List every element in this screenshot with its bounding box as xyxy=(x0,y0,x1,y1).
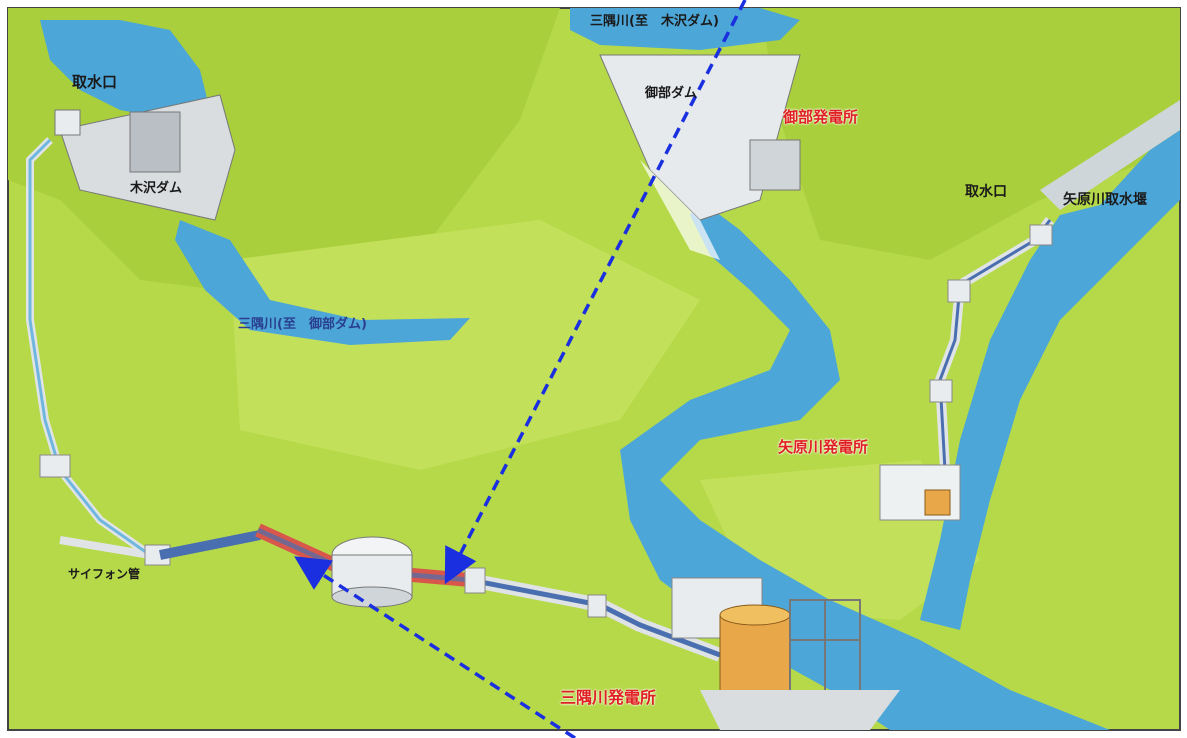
label-mikuma-river-top: 三隅川(至 木沢ダム) xyxy=(590,14,719,29)
pointer-arrow-from-bottom xyxy=(294,556,576,738)
label-siphon: サイフォン管 xyxy=(68,567,141,581)
label-mibu-station: 御部発電所 xyxy=(783,108,859,126)
yabara-weir-road xyxy=(1040,100,1180,210)
mibu-reservoir xyxy=(570,8,800,50)
mikuma-turbine xyxy=(719,614,791,696)
label-yabara-weir: 矢原川取水堰 xyxy=(1063,192,1147,208)
mibu-powerhouse xyxy=(749,139,801,191)
powerhouse-yard xyxy=(700,690,900,730)
left-waterway-water xyxy=(28,138,151,557)
siphon-pipe xyxy=(159,530,261,560)
penstock xyxy=(469,577,721,658)
upper-right-mountain xyxy=(760,8,1180,260)
intake-tower-left xyxy=(54,109,81,136)
pointer-arrow-from-top xyxy=(444,0,747,585)
mikuma-river-left xyxy=(175,220,470,345)
yabara-river xyxy=(920,130,1180,630)
junction-box-left xyxy=(39,454,71,478)
label-yabara-station: 矢原川発電所 xyxy=(778,438,869,456)
mibu-spillway-water xyxy=(640,160,720,260)
kisawa-reservoir xyxy=(40,20,210,120)
kisawa-dam-gates xyxy=(129,111,181,173)
label-kisawa-dam: 木沢ダム xyxy=(130,181,183,196)
label-mikuma-station: 三隅川発電所 xyxy=(560,688,657,707)
label-mibu-dam: 御部ダム xyxy=(645,86,698,101)
label-intake-right: 取水口 xyxy=(965,184,1007,200)
label-mikuma-river-left: 三隅川(至 御部ダム) xyxy=(238,317,367,332)
label-intake-left: 取水口 xyxy=(72,73,118,91)
center-ridge xyxy=(230,220,700,470)
